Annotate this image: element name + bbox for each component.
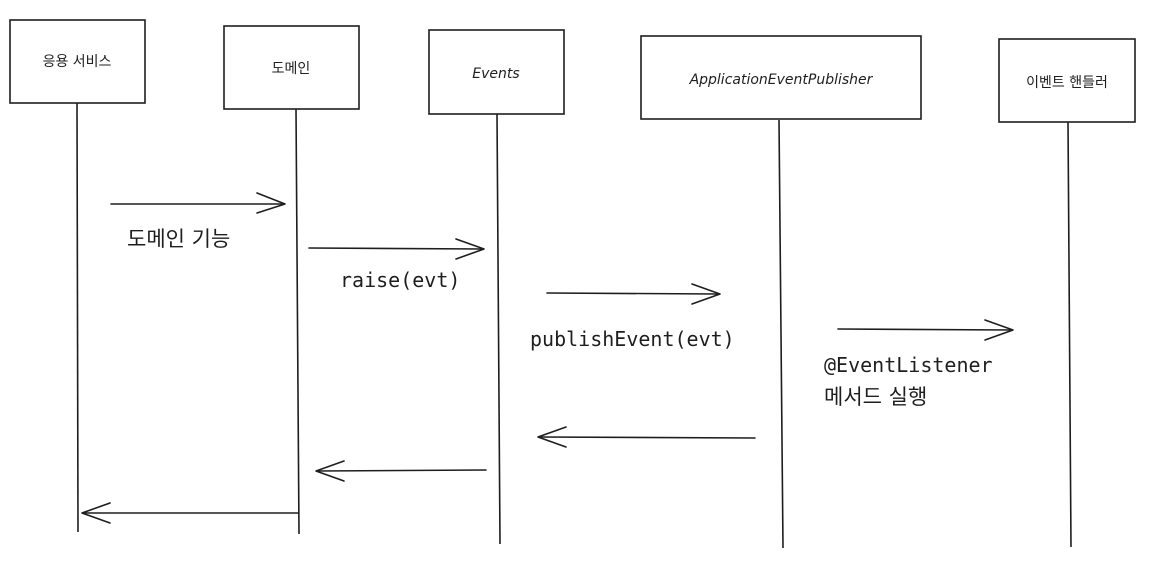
arrow-head-right (256, 192, 286, 214)
participant-domain: 도메인 (223, 25, 360, 110)
lifeline-events (496, 113, 501, 545)
message-label-domain-function: 도메인 기능 (127, 227, 230, 251)
participant-label-domain: 도메인 (272, 61, 311, 77)
participant-app-service: 응용 서비스 (9, 19, 146, 104)
participant-label-app-service: 응용 서비스 (43, 54, 112, 70)
lifeline-domain (295, 108, 300, 535)
lifeline-event-handler (1067, 121, 1072, 548)
message-app-to-domain (110, 192, 286, 214)
participant-event-handler: 이벤트 핸들러 (998, 38, 1136, 123)
message-label-event-listener: @EventListener (824, 353, 993, 377)
arrow-head-right (691, 283, 721, 305)
message-label-method-execution: 메서드 실행 (824, 385, 927, 409)
arrow-head-right (984, 319, 1014, 341)
participant-label-event-handler: 이벤트 핸들러 (1026, 75, 1108, 91)
participant-label-events: Events (472, 66, 519, 82)
arrow-head-left (315, 460, 345, 482)
message-domain-to-events (308, 238, 485, 260)
arrow-head-left (537, 426, 567, 448)
return-events-to-domain (315, 460, 487, 482)
lifeline-app-service (76, 102, 79, 533)
return-publisher-to-events (537, 426, 756, 448)
message-publisher-to-handler (837, 319, 1014, 341)
lifeline-publisher (778, 119, 784, 549)
message-events-to-publisher (546, 283, 721, 305)
participant-label-publisher: ApplicationEventPublisher (689, 72, 874, 88)
arrow-head-left (81, 502, 111, 524)
return-domain-to-app-service (81, 502, 299, 524)
participant-events: Events (428, 29, 565, 115)
arrow-head-right (455, 238, 485, 260)
message-label-raise: raise(evt) (340, 268, 460, 292)
participant-publisher: ApplicationEventPublisher (640, 35, 922, 120)
message-label-publish-event: publishEvent(evt) (530, 327, 735, 351)
